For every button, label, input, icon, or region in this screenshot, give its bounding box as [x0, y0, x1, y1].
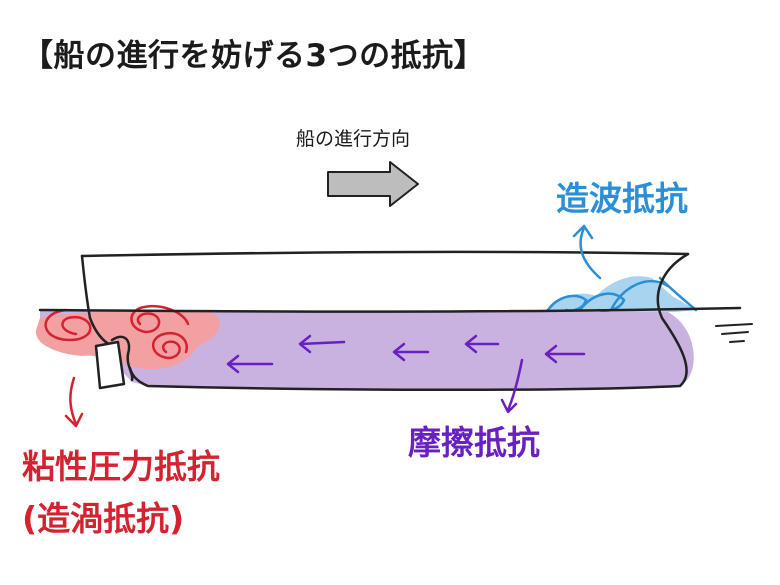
pressure-resistance-label: 粘性圧力抵抗 (造渦抵抗): [22, 441, 220, 545]
flow-arrow: [392, 342, 430, 362]
water-marks: [715, 323, 753, 343]
pressure-pointer-arrow: [64, 376, 84, 428]
eddy-swirl: [130, 305, 190, 334]
propeller: [110, 335, 134, 382]
ship-hull: [80, 254, 114, 348]
flow-arrow: [464, 334, 500, 354]
flow-arrow: [544, 344, 586, 364]
flow-arrow: [298, 334, 346, 354]
friction-pointer-arrow: [500, 358, 524, 414]
eddy-swirl: [152, 331, 189, 360]
pressure-label-line2: (造渦抵抗): [22, 499, 185, 538]
flow-arrow: [226, 354, 274, 374]
travel-direction-arrow: [327, 161, 419, 207]
friction-flow-arrows: [226, 334, 586, 374]
friction-resistance-label: 摩擦抵抗: [408, 423, 540, 462]
diagram-title: 【船の進行を妨げる3つの抵抗】: [22, 38, 486, 74]
eddy-swirl: [44, 308, 92, 342]
waterline: [38, 306, 742, 313]
ship-bow: [128, 252, 690, 392]
pressure-label-line1: 粘性圧力抵抗: [22, 447, 220, 486]
wave-pointer-arrow: [572, 224, 602, 280]
ship-deck-line: [80, 250, 690, 258]
rudder: [94, 340, 126, 390]
wave-resistance-label: 造波抵抗: [556, 179, 688, 218]
travel-direction-label: 船の進行方向: [296, 128, 411, 150]
